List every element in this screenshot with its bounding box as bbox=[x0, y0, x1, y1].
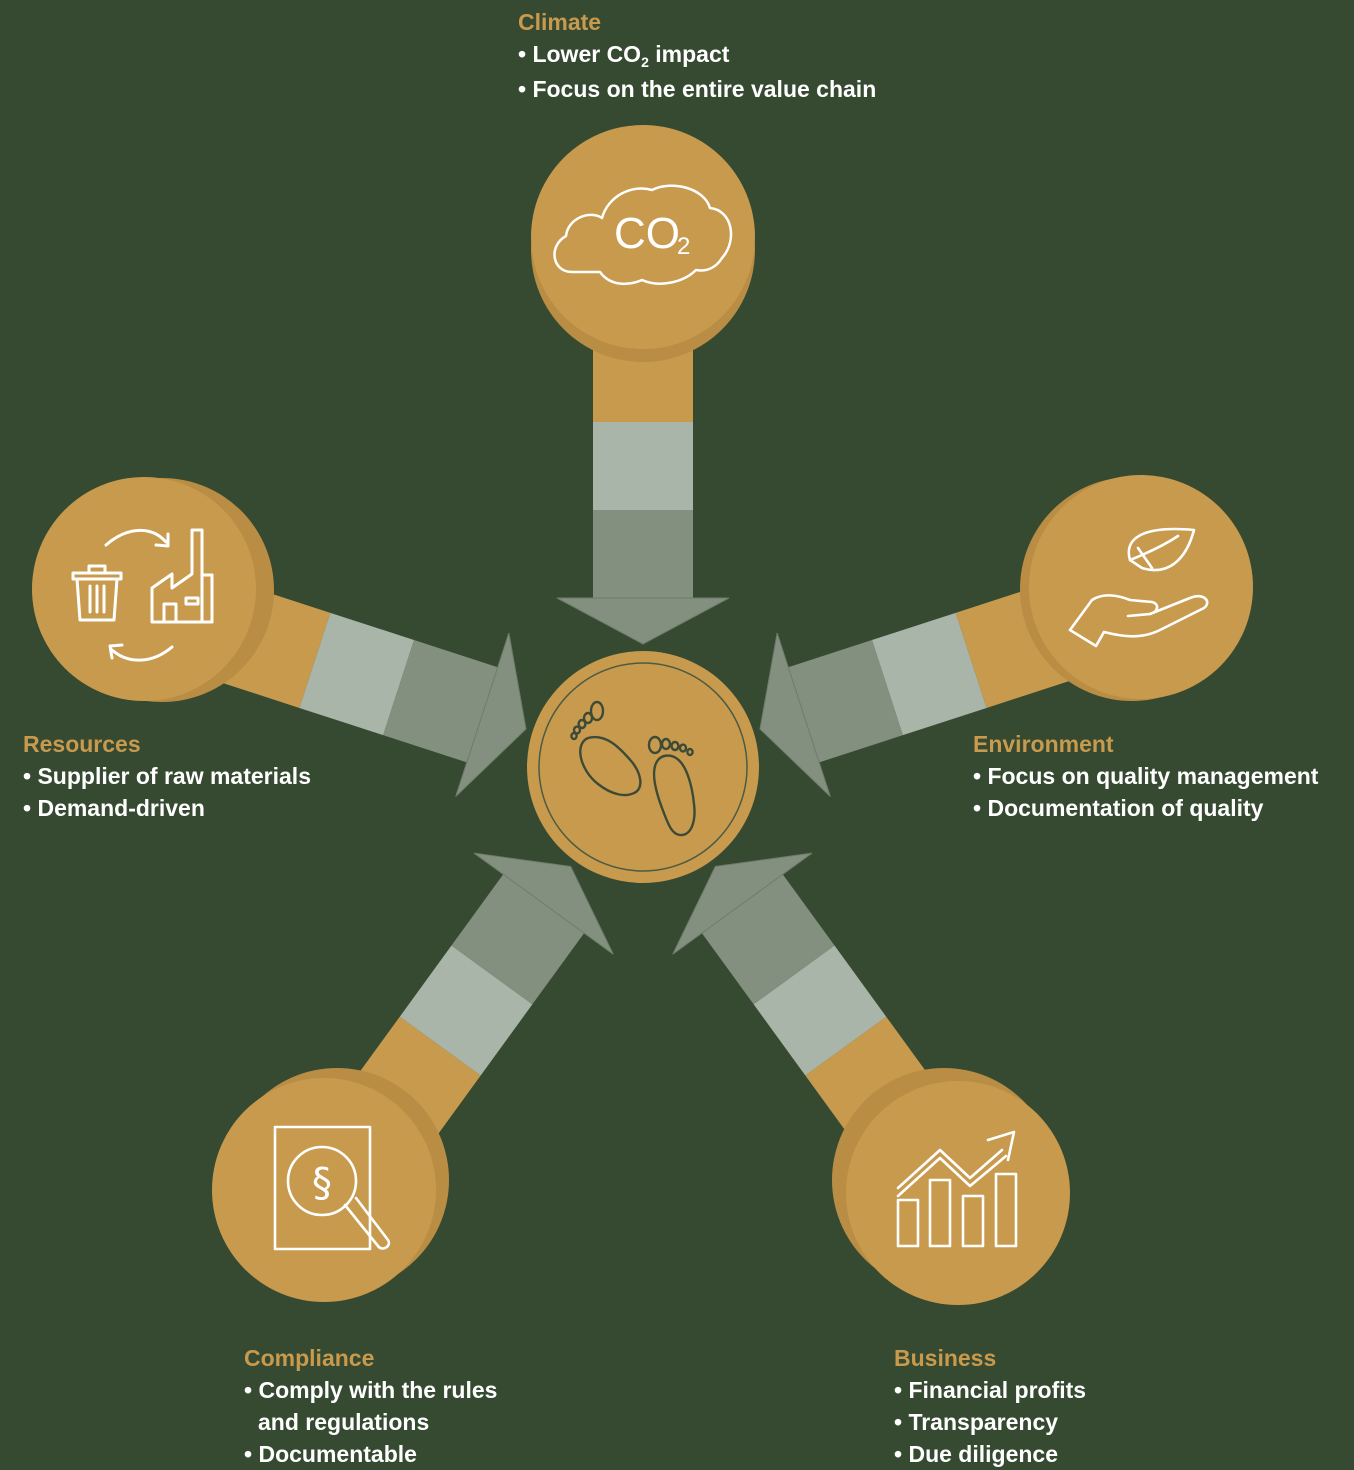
compliance-item-continued: and regulations bbox=[258, 1409, 430, 1435]
arm-climate bbox=[556, 321, 730, 645]
business-heading: Business bbox=[894, 1345, 997, 1371]
footprints-icon bbox=[570, 700, 696, 837]
environment-item: Documentation of quality bbox=[973, 792, 1318, 824]
climate-label: Climate Lower CO2 impact Focus on the en… bbox=[518, 6, 876, 105]
resources-item: Supplier of raw materials bbox=[23, 760, 311, 792]
business-label: Business Financial profits Transparency … bbox=[894, 1342, 1086, 1470]
business-item: Transparency bbox=[894, 1406, 1086, 1438]
recycle-trash-factory-icon bbox=[71, 528, 214, 662]
environment-item: Focus on quality management bbox=[973, 760, 1318, 792]
co2-cloud-icon: CO 2 bbox=[553, 184, 733, 286]
climate-item: Lower CO2 impact bbox=[518, 38, 876, 73]
compliance-label: Compliance Comply with the rules and reg… bbox=[244, 1342, 497, 1470]
climate-node: CO 2 bbox=[531, 125, 755, 362]
resources-node bbox=[32, 477, 274, 702]
leaf-hand-icon bbox=[1068, 527, 1209, 648]
co2-icon-subscript: 2 bbox=[677, 233, 690, 260]
business-item: Due diligence bbox=[894, 1438, 1086, 1470]
compliance-heading: Compliance bbox=[244, 1345, 375, 1371]
environment-label: Environment Focus on quality management … bbox=[973, 728, 1318, 824]
environment-heading: Environment bbox=[973, 731, 1114, 757]
climate-heading: Climate bbox=[518, 9, 602, 35]
paragraph-symbol: § bbox=[312, 1160, 332, 1206]
resources-label: Resources Supplier of raw materials Dema… bbox=[23, 728, 311, 824]
climate-item: Focus on the entire value chain bbox=[518, 73, 876, 105]
paragraph-search-document-icon: § bbox=[273, 1125, 391, 1251]
business-item: Financial profits bbox=[894, 1374, 1086, 1406]
compliance-node: § bbox=[212, 1068, 449, 1302]
environment-node bbox=[1020, 475, 1253, 701]
co2-icon-text: CO bbox=[614, 209, 680, 258]
center-node bbox=[527, 651, 759, 883]
business-node bbox=[832, 1068, 1070, 1305]
compliance-item: Documentable bbox=[244, 1438, 497, 1470]
resources-heading: Resources bbox=[23, 731, 141, 757]
growth-chart-icon bbox=[896, 1130, 1018, 1248]
resources-item: Demand-driven bbox=[23, 792, 311, 824]
compliance-item: Comply with the rules bbox=[244, 1374, 497, 1406]
